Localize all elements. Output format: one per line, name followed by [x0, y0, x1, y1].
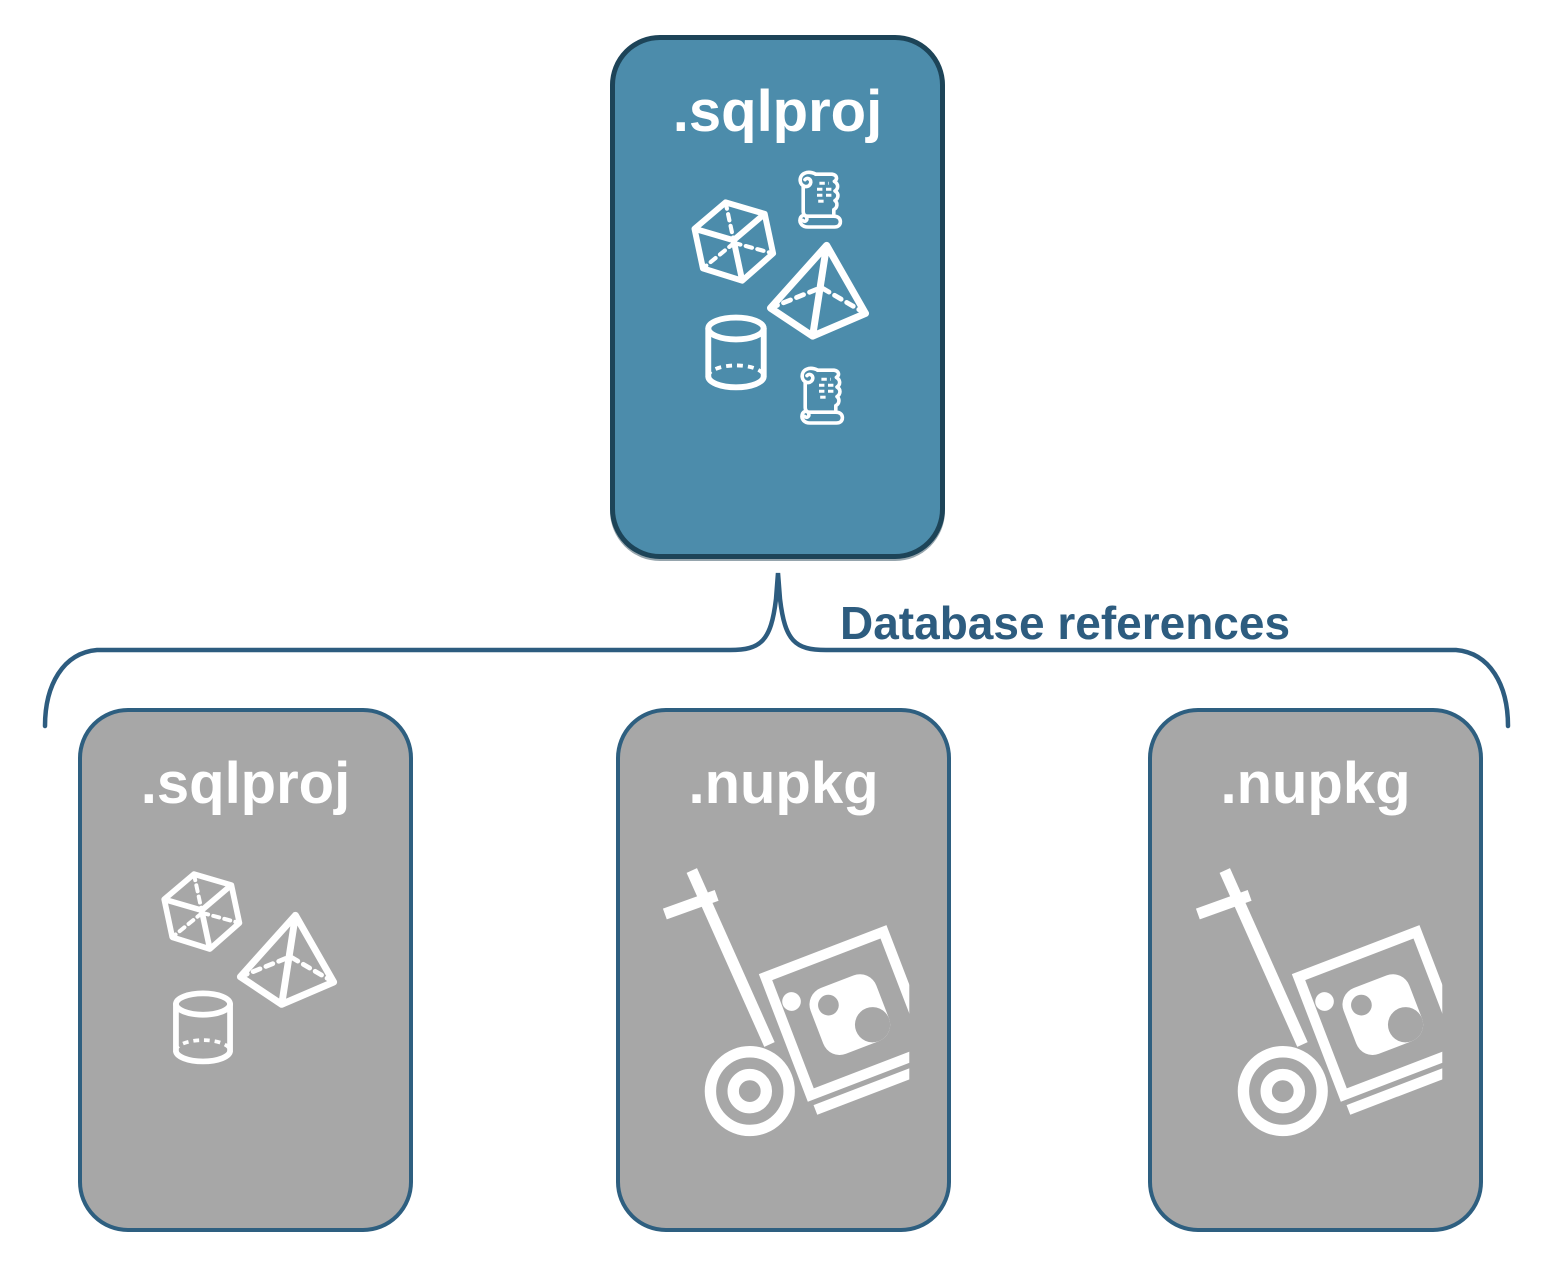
root-node-sqlproj: .sqlproj [610, 35, 945, 559]
child-node-title: .nupkg [688, 751, 879, 816]
cylinder-icon [176, 993, 230, 1061]
nuget-dolly-icon [1193, 856, 1443, 1146]
pyramid-icon [240, 915, 333, 1004]
child-node-title: .nupkg [1220, 751, 1411, 816]
script-scroll-icon [798, 170, 843, 229]
child-node-title: .sqlproj [140, 751, 351, 816]
edge-label-database-references: Database references [840, 597, 1291, 649]
brace-connector [42, 572, 1511, 729]
nuget-dolly-icon [660, 856, 910, 1146]
pyramid-icon [770, 245, 865, 336]
child-sqlproj-icons [152, 860, 352, 1080]
cube-icon [690, 195, 777, 288]
cylinder-icon [708, 318, 763, 388]
script-scroll-icon [800, 366, 845, 425]
root-node-title: .sqlproj [672, 79, 883, 144]
cube-icon [160, 867, 243, 956]
root-node-icons [688, 170, 948, 425]
